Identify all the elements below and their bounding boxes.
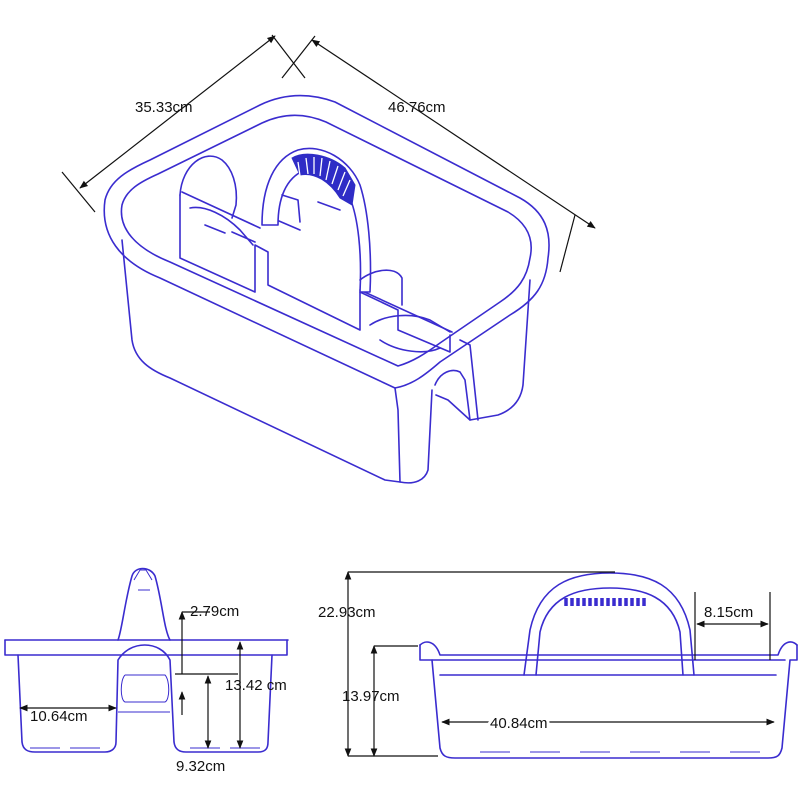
front-length-label: 40.84cm <box>490 715 548 732</box>
side-handle-detail <box>118 569 170 713</box>
top-length-label: 46.76cm <box>388 99 446 116</box>
front-body-height-label: 13.97cm <box>342 688 400 705</box>
front-handle <box>523 572 695 676</box>
caddy-divider-wall <box>179 194 451 353</box>
side-view <box>4 567 289 753</box>
length-dimension-line <box>311 39 596 229</box>
caddy-front-face <box>434 369 471 421</box>
side-depth-label: 13.42 cm <box>225 677 287 694</box>
caddy-divider-right-slot <box>459 339 479 421</box>
front-view-dimensions: 22.93cm 13.97cm 8.15cm 40.84cm <box>318 571 775 757</box>
side-outline <box>4 639 288 753</box>
front-handle-offset-label: 8.15cm <box>704 604 753 621</box>
front-handle-grip <box>564 598 646 606</box>
caddy-handle-base <box>359 269 403 306</box>
front-outline <box>419 644 798 759</box>
front-rim <box>419 641 798 661</box>
side-rim <box>4 639 289 656</box>
side-handle-height-label: 2.79cm <box>190 603 239 620</box>
front-total-height-label: 22.93cm <box>318 604 376 621</box>
caddy-outer-rim <box>103 94 550 389</box>
side-base-label: 9.32cm <box>176 758 225 775</box>
top-view-dimensions: 35.33cm 46.76cm <box>61 34 596 273</box>
caddy-right-side <box>469 279 531 421</box>
front-view <box>419 572 798 759</box>
caddy-front-bottom <box>394 387 433 484</box>
caddy-left-side <box>121 239 401 483</box>
width-dimension-line <box>79 35 276 189</box>
top-width-label: 35.33cm <box>135 99 193 116</box>
length-extension-right <box>559 214 576 273</box>
side-compartment-width-label: 10.64cm <box>30 708 88 725</box>
side-view-dimensions: 2.79cm 13.42 cm 10.64cm 9.32cm <box>19 603 287 775</box>
width-extension-left <box>61 171 96 213</box>
caddy-right-slot <box>369 314 451 353</box>
side-handle <box>117 567 171 641</box>
caddy-left-slot <box>189 206 256 246</box>
